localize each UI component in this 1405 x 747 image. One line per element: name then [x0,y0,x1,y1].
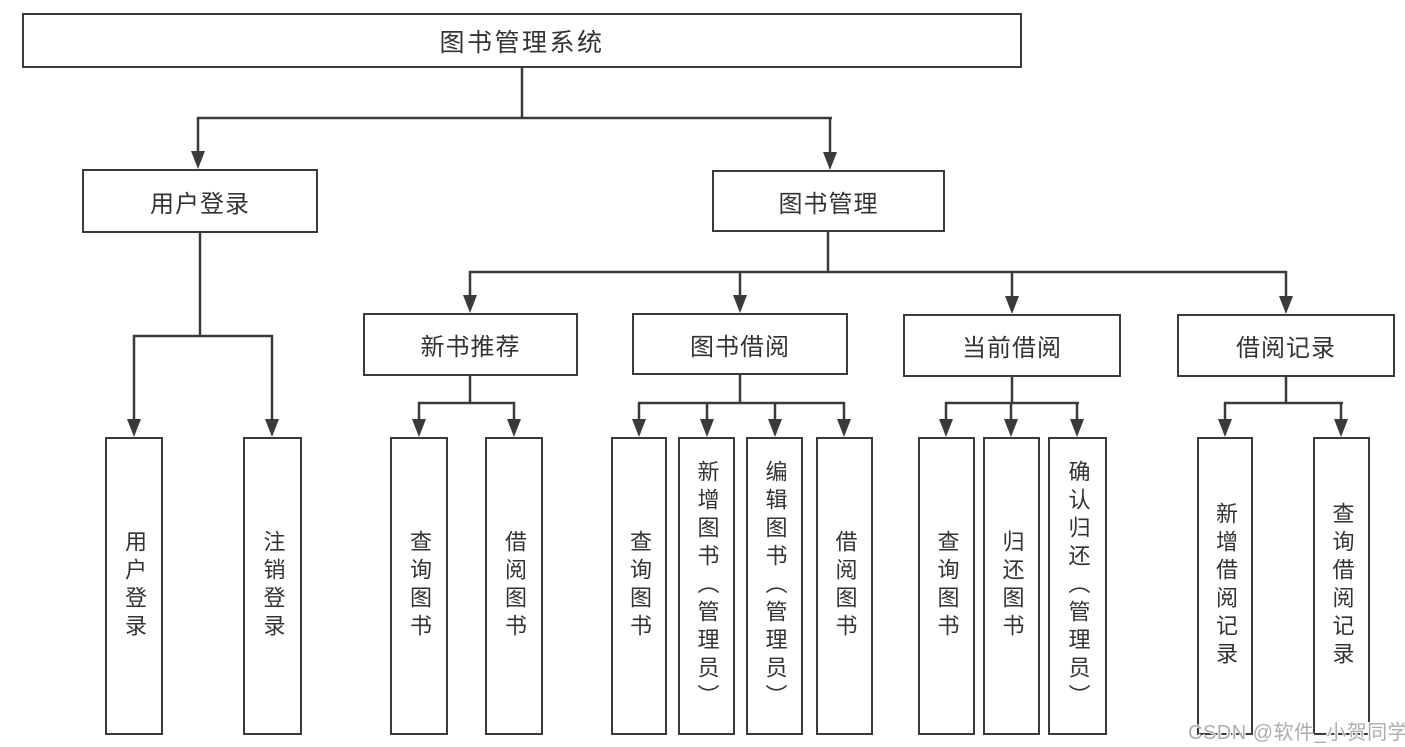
leaf-label: 借阅图书 [502,530,527,642]
node-label: 图书管理系统 [439,28,605,57]
leaf-label: 注销登录 [260,530,286,642]
node-label: 图书借阅 [690,333,790,361]
node-book-borrowing: 图书借阅 [632,313,848,375]
node-new-book-recommendation: 新书推荐 [363,313,578,376]
node-current-borrowing: 当前借阅 [903,314,1121,377]
leaf-label: 用户登录 [122,530,147,642]
leaf-label: 查询图书 [407,530,432,642]
leaf-query-books-borrowing: 查询图书 [611,437,667,735]
node-label: 借阅记录 [1236,335,1336,362]
node-borrowing-records: 借阅记录 [1177,314,1395,377]
leaf-label: 新增图书（管理员） [694,460,720,712]
leaf-add-borrow-record: 新增借阅记录 [1197,437,1253,735]
leaf-user-login: 用户登录 [105,437,163,735]
node-label: 用户登录 [150,190,250,218]
node-user-login: 用户登录 [82,169,318,233]
leaf-label: 新增借阅记录 [1213,502,1238,670]
leaf-borrow-books-borrowing: 借阅图书 [816,437,873,735]
csdn-watermark: CSDN @软件_小贺同学 [1188,722,1405,744]
leaf-label: 编辑图书（管理员） [762,460,788,712]
node-book-management: 图书管理 [712,170,945,232]
leaf-query-books-recommend: 查询图书 [390,437,448,735]
leaf-label: 归还图书 [999,530,1025,642]
leaf-label: 查询图书 [627,530,652,642]
leaf-return-book: 归还图书 [983,437,1040,735]
leaf-query-books-current: 查询图书 [918,437,975,735]
node-library-management-system: 图书管理系统 [22,13,1022,68]
leaf-label: 确认归还（管理员） [1065,460,1091,712]
leaf-label: 查询借阅记录 [1329,502,1355,670]
leaf-query-borrow-record: 查询借阅记录 [1313,437,1370,735]
leaf-label: 借阅图书 [832,530,858,642]
leaf-borrow-books-recommend: 借阅图书 [485,437,543,735]
node-label: 当前借阅 [962,335,1062,362]
leaf-add-book-admin: 新增图书（管理员） [678,437,735,735]
node-label: 新书推荐 [420,334,521,361]
leaf-logout: 注销登录 [243,437,302,735]
leaf-confirm-return-admin: 确认归还（管理员） [1048,437,1107,735]
leaf-label: 查询图书 [934,530,960,642]
leaf-edit-book-admin: 编辑图书（管理员） [746,437,803,735]
node-label: 图书管理 [778,190,879,218]
